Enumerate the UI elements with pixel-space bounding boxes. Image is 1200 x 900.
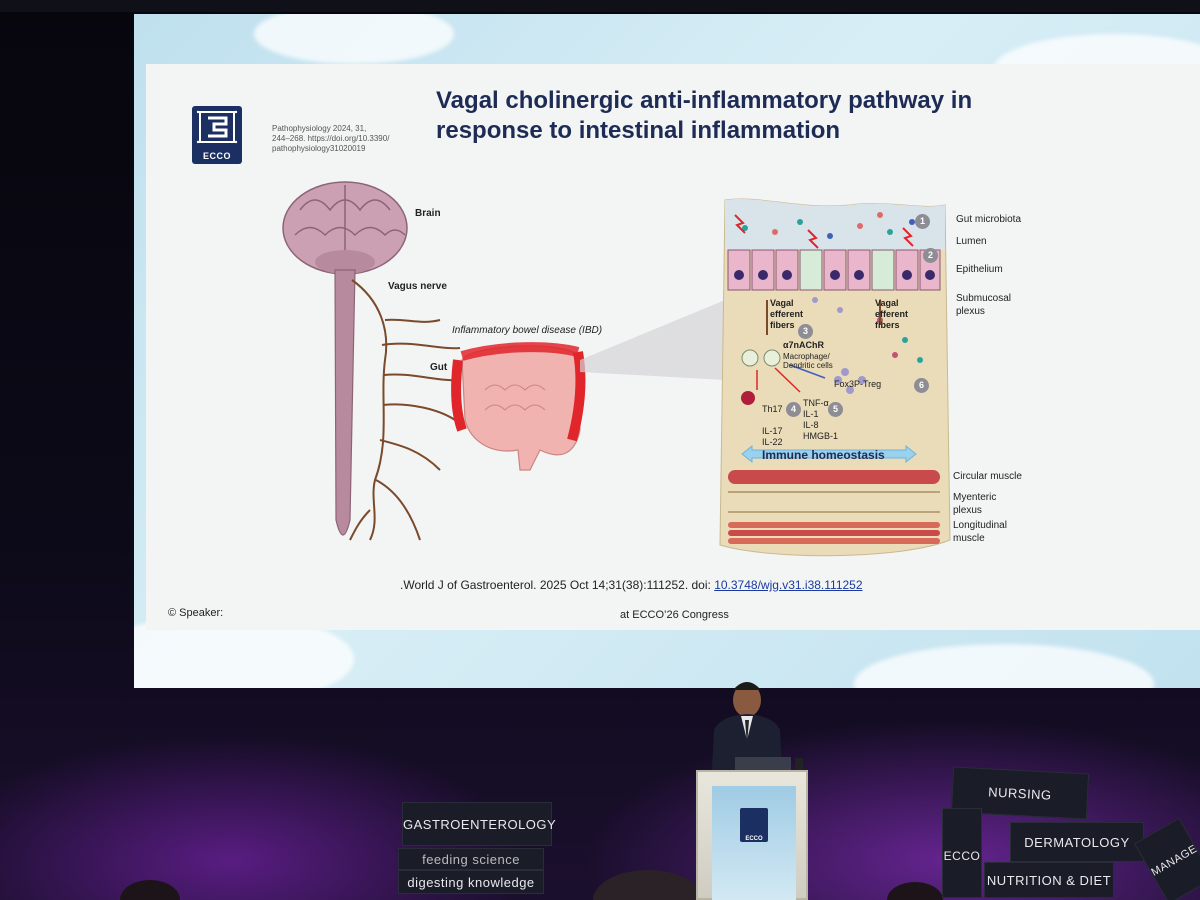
- label-gut: Gut: [430, 362, 448, 373]
- label-line: muscle: [953, 533, 985, 544]
- label-line: Dendritic cells: [783, 361, 833, 370]
- homeostasis-arrow: [741, 444, 917, 464]
- label-longitudinal-muscle: Longitudinal muscle: [953, 519, 1007, 545]
- reference-text: .World J of Gastroenterol. 2025 Oct 14;3…: [400, 578, 715, 592]
- podium: ECCO: [696, 770, 808, 900]
- label-circular-muscle: Circular muscle: [953, 471, 1022, 482]
- congress-label: at ECCO’26 Congress: [620, 609, 729, 621]
- label-th17: Th17: [762, 404, 783, 414]
- sign-ecco-vertical: ECCO: [942, 808, 982, 898]
- citation-top: Pathophysiology 2024, 31, 244–268. https…: [272, 124, 412, 154]
- label-submucosal-plexus: Submucosal plexus: [956, 292, 1011, 318]
- microbiota-dots: [734, 212, 915, 249]
- reference-doi-link[interactable]: 10.3748/wjg.v31.i38.111252: [714, 578, 863, 592]
- muscle-layers: [728, 470, 940, 544]
- label-line: Submucosal: [956, 293, 1012, 304]
- label-vagal-left: Vagal efferent fibers: [770, 298, 803, 331]
- label-treg: Fox3P-Treg: [834, 379, 882, 389]
- step-badge: 1: [915, 214, 930, 229]
- label-epithelium: Epithelium: [956, 264, 1003, 275]
- label-line: IL-8: [803, 420, 819, 430]
- presenter: [712, 682, 782, 770]
- label-line: efferent: [770, 309, 804, 319]
- step-badge: 4: [786, 402, 801, 417]
- label-line: Myenteric: [953, 492, 997, 503]
- label-il17: IL-17 IL-22: [762, 426, 783, 448]
- sign-nutrition-diet: NUTRITION & DIET: [984, 862, 1114, 898]
- sign-dermatology: DERMATOLOGY: [1010, 822, 1144, 862]
- label-line: IL-17: [762, 426, 783, 436]
- spinal-cord: [334, 269, 356, 536]
- laptop: [735, 757, 791, 771]
- label-line: Vagal: [875, 298, 899, 308]
- label-vagal-right: Vagal efferent fibers: [875, 298, 908, 331]
- ecco-emblem-icon: [196, 110, 238, 144]
- label-gut-microbiota: Gut microbiota: [956, 214, 1022, 225]
- gut-section-panel: [719, 198, 951, 557]
- label-line: plexus: [953, 505, 982, 516]
- label-lumen: Lumen: [956, 236, 987, 247]
- ecco-logo: ECCO: [192, 106, 242, 164]
- logo-text: ECCO: [202, 151, 231, 161]
- slide-title: Vagal cholinergic anti-inflammatory path…: [436, 86, 1076, 146]
- title-line: response to intestinal inflammation: [436, 117, 841, 144]
- label-macrophage: Macrophage/ Dendritic cells: [783, 352, 833, 370]
- label-vagus-nerve: Vagus nerve: [388, 281, 447, 292]
- zoom-wedge: [580, 300, 725, 380]
- label-myenteric-plexus: Myenteric plexus: [953, 491, 996, 517]
- submucosa-cells: [741, 297, 923, 405]
- label-line: Longitudinal: [953, 520, 1007, 531]
- microphone: [795, 758, 803, 772]
- label-brain: Brain: [415, 208, 441, 219]
- cloud: [254, 14, 454, 64]
- sign-gastroenterology: GASTROENTEROLOGY: [402, 802, 556, 846]
- ceiling-truss: [0, 0, 1200, 12]
- label-line: fibers: [770, 320, 795, 330]
- reference-line: .World J of Gastroenterol. 2025 Oct 14;3…: [400, 578, 863, 592]
- audience-head: [593, 870, 703, 900]
- podium-panel: ECCO: [712, 786, 796, 900]
- label-line: efferent: [875, 309, 909, 319]
- speaker-label: © Speaker:: [168, 607, 224, 619]
- label-ibd: Inflammatory bowel disease (IBD): [452, 325, 603, 336]
- label-line: Vagal: [770, 298, 794, 308]
- citation-line: 244–268. https://doi.org/10.3390/: [272, 134, 390, 143]
- label-cytokines: TNF-α IL-1 IL-8 HMGB-1: [803, 398, 838, 442]
- audience-head: [120, 880, 180, 900]
- citation-line: pathophysiology31020019: [272, 144, 366, 153]
- step-badge: 2: [923, 248, 938, 263]
- audience-head: [887, 882, 943, 900]
- sign-digesting-knowledge: digesting knowledge: [398, 870, 544, 894]
- label-line: Macrophage/: [783, 352, 830, 361]
- step-badge: 5: [828, 402, 843, 417]
- label-line: plexus: [956, 306, 985, 317]
- label-line: HMGB-1: [803, 431, 839, 441]
- podium-logo: ECCO: [740, 808, 768, 842]
- step-badge: 3: [798, 324, 813, 339]
- label-receptor: α7nAChR: [783, 340, 825, 350]
- citation-line: Pathophysiology 2024, 31,: [272, 124, 367, 133]
- sign-feeding-science: feeding science: [398, 848, 544, 870]
- intestine-illustration: [451, 342, 586, 471]
- label-line: TNF-α: [803, 398, 829, 408]
- label-line: IL-22: [762, 437, 783, 447]
- step-badge: 6: [914, 378, 929, 393]
- title-line: Vagal cholinergic anti-inflammatory path…: [436, 87, 973, 114]
- label-line: fibers: [875, 320, 900, 330]
- label-immune-homeostasis: Immune homeostasis: [762, 448, 885, 462]
- label-line: IL-1: [803, 409, 819, 419]
